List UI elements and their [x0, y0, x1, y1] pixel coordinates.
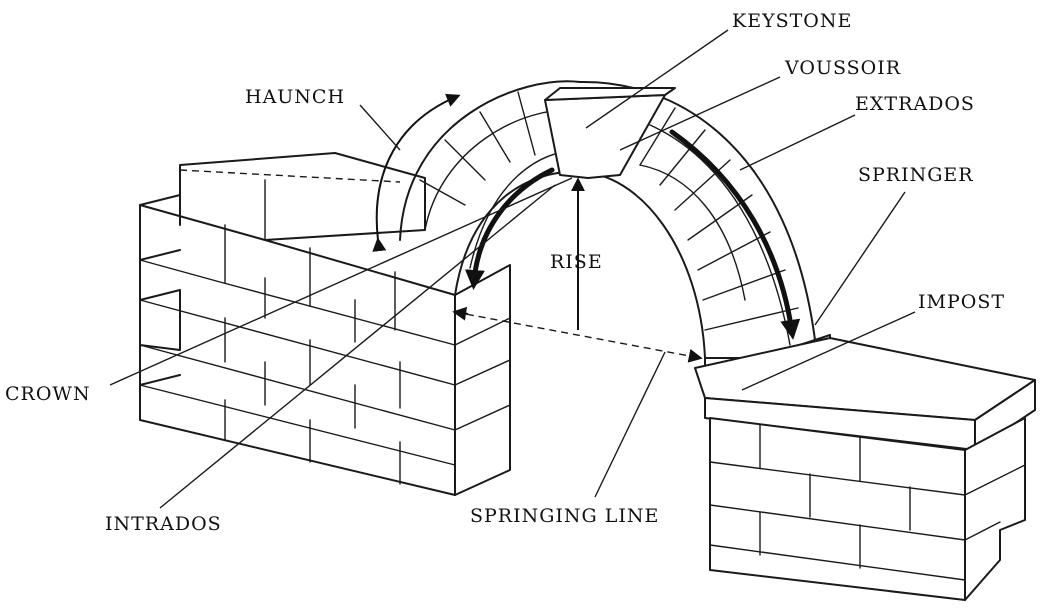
intrados-arrow	[464, 167, 555, 290]
label-intrados: INTRADOS	[105, 513, 222, 535]
right-pier	[694, 337, 1036, 601]
arch-ring	[399, 80, 831, 371]
label-haunch: HAUNCH	[245, 86, 345, 108]
label-crown: CROWN	[5, 383, 91, 405]
keystone-block	[544, 94, 666, 179]
leader-lines	[109, 29, 916, 509]
left-pier	[139, 152, 511, 496]
label-extrados: EXTRADOS	[855, 93, 975, 115]
extrados-arrow	[669, 129, 801, 340]
label-springer: SPRINGER	[858, 164, 974, 186]
springing-line	[454, 311, 701, 359]
label-springing-line: SPRINGING LINE	[470, 505, 659, 527]
label-voussoir: VOUSSOIR	[784, 57, 901, 79]
label-keystone: KEYSTONE	[732, 10, 852, 32]
label-impost: IMPOST	[918, 291, 1005, 313]
haunch-arrow	[372, 93, 461, 252]
label-rise: RISE	[550, 251, 603, 273]
